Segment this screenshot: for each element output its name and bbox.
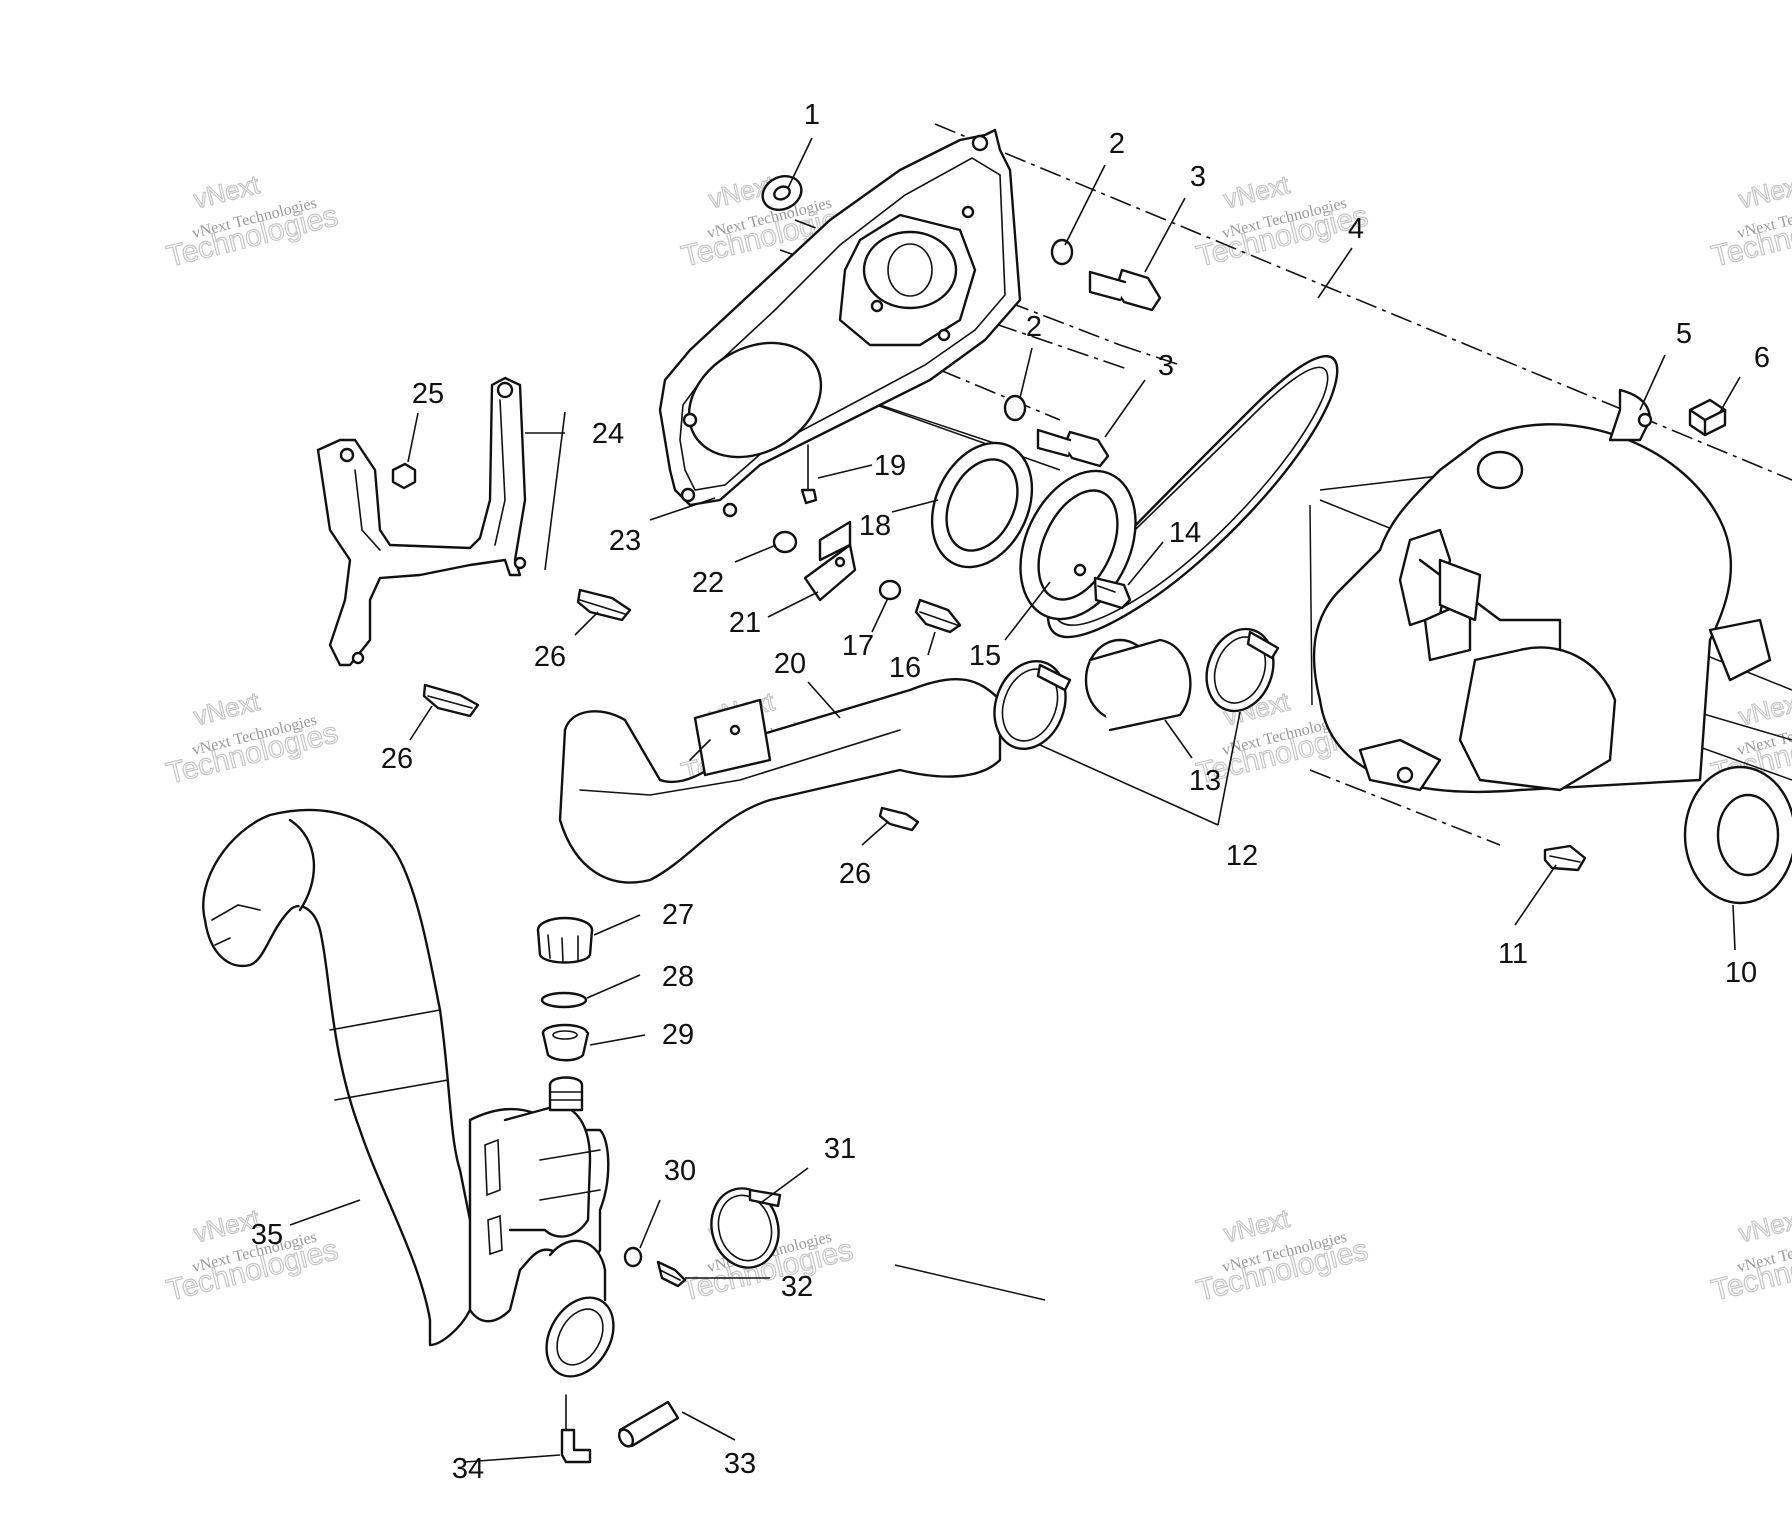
part-18-seal: [930, 441, 1034, 569]
callout-1: 1: [804, 99, 820, 131]
part-11-screw: [1543, 844, 1587, 872]
part-3-bolt: [1088, 268, 1162, 312]
callout-31: 31: [824, 1133, 856, 1165]
part-26-bolt-upper: [576, 588, 632, 622]
part-28-oring: [540, 991, 588, 1009]
filler-neck: [548, 1076, 584, 1112]
part-26-bolt-intake: [878, 806, 920, 832]
part-1-washer: [761, 175, 803, 211]
callout-13: 13: [1189, 765, 1221, 797]
callout-33: 33: [724, 1448, 756, 1480]
part-17-washer: [878, 579, 902, 601]
watermark-line1: vNext: [1736, 686, 1792, 731]
callout-2-lower: 2: [1026, 311, 1042, 343]
watermark-line1: vNext: [191, 169, 263, 214]
part-21-bracket: [803, 520, 857, 602]
part-20-intake-duct: [558, 677, 1002, 884]
callout-4: 4: [1348, 213, 1364, 245]
callout-3-lower: 3: [1158, 350, 1174, 382]
watermark: vNext vNext Technologies Technologies: [1193, 1202, 1372, 1308]
callout-26-lower: 26: [381, 743, 413, 775]
callout-32: 32: [781, 1271, 813, 1303]
callout-11: 11: [1498, 938, 1528, 970]
callout-34: 34: [452, 1453, 484, 1485]
part-26-bolt-lower: [422, 683, 480, 718]
callout-25: 25: [412, 378, 444, 410]
callout-6: 6: [1754, 342, 1770, 374]
callout-19: 19: [874, 450, 906, 482]
callout-15: 15: [969, 640, 1001, 672]
callout-22: 22: [692, 567, 724, 599]
part-33-hose: [617, 1400, 680, 1448]
part-27-cap: [536, 916, 594, 964]
callout-18: 18: [859, 510, 891, 542]
callout-24: 24: [592, 418, 624, 450]
part-35-silencer: [202, 808, 615, 1378]
watermark-line1: vNext: [1736, 169, 1792, 214]
callout-17: 17: [842, 630, 874, 662]
part-2-washer: [1050, 238, 1074, 266]
callout-28: 28: [662, 961, 694, 993]
callout-5: 5: [1676, 318, 1692, 350]
callout-26-upper: 26: [534, 641, 566, 673]
callout-14: 14: [1169, 517, 1201, 549]
part-10-gasket: [1683, 765, 1792, 905]
watermark: vNext vNext Technologies Technologies: [1193, 168, 1372, 274]
callouts: 1 2 3 4 2 3 5 6 19 18 14 23 22 21 17 16 …: [251, 99, 1770, 1485]
callout-20: 20: [774, 648, 806, 680]
callout-21: 21: [729, 607, 761, 639]
watermark-line1: vNext: [1736, 1203, 1792, 1248]
watermark: vNext vNext Technologies Technologies: [163, 168, 342, 274]
callout-16: 16: [889, 652, 921, 684]
part-airbox-housing: [1312, 388, 1772, 794]
callout-12: 12: [1226, 840, 1258, 872]
watermark-line1: vNext: [1221, 1203, 1293, 1248]
part-24-bracket: [316, 376, 527, 667]
part-13-sleeve: [1084, 638, 1192, 732]
watermark: vNext vNext Technologies Technologies: [1708, 1202, 1792, 1308]
callout-10: 10: [1725, 957, 1757, 989]
part-22-washer: [772, 530, 798, 554]
part-30-washer: [623, 1246, 643, 1268]
leader-lines: [289, 137, 1741, 1463]
part-2-washer-lower: [1003, 394, 1027, 422]
watermark: vNext vNext Technologies Technologies: [1708, 168, 1792, 274]
watermark-line1: vNext: [191, 686, 263, 731]
part-29-grommet: [541, 1023, 590, 1062]
part-3-bolt-lower: [1036, 428, 1110, 468]
watermark: vNext vNext Technologies Technologies: [163, 685, 342, 791]
part-6-clip: [1688, 398, 1727, 437]
callout-29: 29: [662, 1019, 694, 1051]
part-19-screw: [800, 444, 818, 505]
part-32-screw: [656, 1260, 687, 1288]
callout-35: 35: [251, 1219, 283, 1251]
callout-30: 30: [664, 1155, 696, 1187]
watermark-line1: vNext: [1221, 169, 1293, 214]
part-14-bolt: [1093, 576, 1132, 610]
part-12-clamp-right: [1205, 627, 1280, 713]
callout-27: 27: [662, 899, 694, 931]
watermark: vNext vNext Technologies Technologies: [163, 1202, 342, 1308]
part-34-elbow-fitting: [560, 1394, 592, 1464]
part-25-nut: [391, 462, 417, 490]
part-16-bolt: [914, 598, 962, 634]
chaincase-cover: [658, 128, 1022, 518]
callout-2: 2: [1109, 128, 1125, 160]
callout-26-intake: 26: [839, 858, 871, 890]
callout-3: 3: [1190, 161, 1206, 193]
part-12-clamp-left: [993, 659, 1072, 751]
callout-23: 23: [609, 525, 641, 557]
